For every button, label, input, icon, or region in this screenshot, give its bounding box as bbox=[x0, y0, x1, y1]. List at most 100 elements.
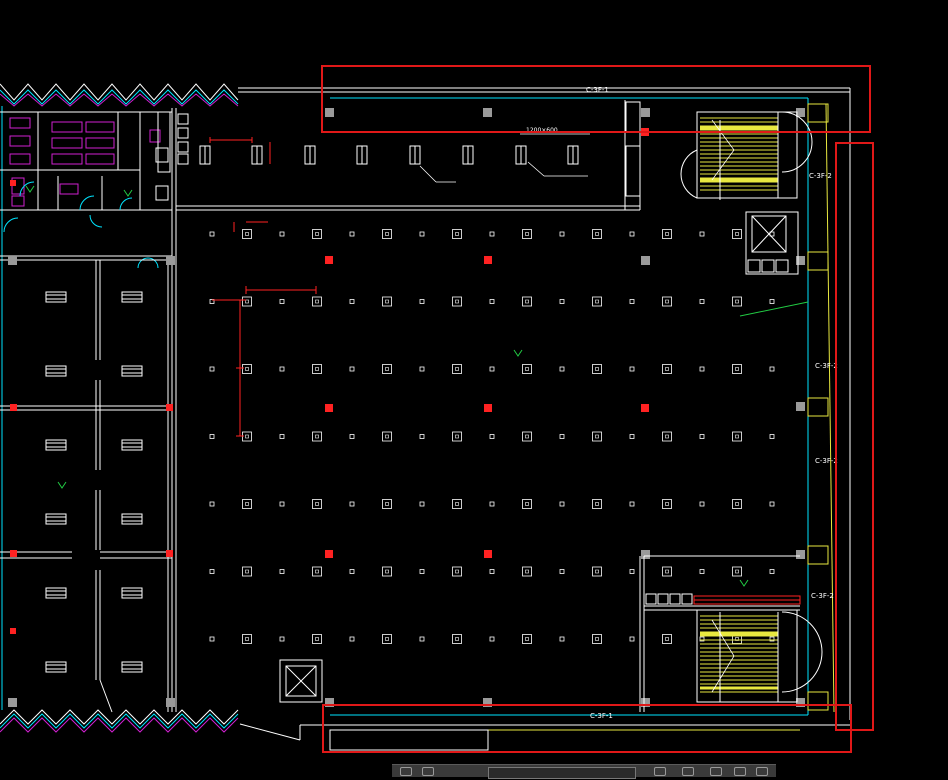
hall-column bbox=[209, 434, 215, 439]
hall-column bbox=[489, 434, 495, 439]
toolbar-icon[interactable] bbox=[422, 767, 434, 776]
hall-column bbox=[592, 566, 602, 577]
toolbar-icon[interactable] bbox=[654, 767, 666, 776]
hall-column bbox=[592, 634, 602, 644]
hall-column bbox=[489, 366, 495, 372]
hall-column-core bbox=[595, 232, 599, 236]
west-serrated-edge-bottom bbox=[0, 709, 239, 725]
east-label-4: C-3F-2 bbox=[811, 592, 834, 600]
hall-column bbox=[419, 501, 425, 507]
hall-column-core bbox=[455, 502, 459, 506]
hall-column bbox=[769, 501, 775, 507]
hall-column bbox=[312, 566, 322, 577]
hall-column bbox=[279, 299, 285, 304]
hall-column bbox=[209, 231, 215, 237]
hall-column bbox=[242, 364, 252, 374]
hall-column-core bbox=[665, 569, 669, 574]
command-field[interactable] bbox=[488, 767, 636, 779]
hall-column-core bbox=[525, 637, 529, 641]
hall-column-core bbox=[735, 367, 739, 371]
hall-column-core bbox=[455, 637, 459, 641]
hall-column bbox=[662, 431, 672, 442]
hall-column bbox=[559, 501, 565, 507]
north-corridor-label: C-3F-1 bbox=[586, 86, 609, 94]
hall-column-core bbox=[735, 299, 739, 304]
hall-column-core bbox=[665, 502, 669, 506]
hall-column bbox=[662, 499, 672, 509]
toolbar-icon[interactable] bbox=[734, 767, 746, 776]
toolbar-icon[interactable] bbox=[710, 767, 722, 776]
hall-column bbox=[242, 634, 252, 644]
hall-column bbox=[242, 296, 252, 307]
hall-column bbox=[279, 501, 285, 507]
highlight-north bbox=[321, 65, 871, 133]
hall-column bbox=[279, 636, 285, 642]
hall-column-core bbox=[525, 299, 529, 304]
hall-column bbox=[629, 501, 635, 507]
hall-column bbox=[732, 364, 742, 374]
hall-column-core bbox=[315, 232, 319, 236]
hall-column-core bbox=[245, 232, 249, 236]
hall-column-core bbox=[595, 367, 599, 371]
stair-south bbox=[696, 609, 823, 703]
hall-column bbox=[662, 566, 672, 577]
hall-column bbox=[349, 636, 355, 642]
hall-column bbox=[419, 636, 425, 642]
hall-column bbox=[629, 434, 635, 439]
hall-column-core bbox=[385, 367, 389, 371]
hall-column-core bbox=[735, 434, 739, 439]
hall-column bbox=[452, 229, 462, 239]
hall-column bbox=[349, 366, 355, 372]
stair-north bbox=[680, 111, 813, 200]
hall-column-grid bbox=[209, 229, 775, 644]
hall-column bbox=[242, 229, 252, 239]
hall-column bbox=[592, 499, 602, 509]
hall-column-core bbox=[315, 637, 319, 641]
hall-column bbox=[629, 231, 635, 237]
hall-column bbox=[732, 296, 742, 307]
hall-column bbox=[522, 296, 532, 307]
hall-column bbox=[732, 499, 742, 509]
toolbar-icon[interactable] bbox=[400, 767, 412, 776]
hall-column bbox=[452, 566, 462, 577]
hall-column bbox=[769, 231, 775, 237]
hall-column-core bbox=[385, 569, 389, 574]
hall-column bbox=[312, 431, 322, 442]
hall-column bbox=[452, 634, 462, 644]
hall-column-core bbox=[385, 637, 389, 641]
hall-column bbox=[382, 634, 392, 644]
hall-column bbox=[349, 231, 355, 237]
hall-column-core bbox=[595, 569, 599, 574]
hall-column-core bbox=[315, 299, 319, 304]
hall-column-core bbox=[595, 434, 599, 439]
hall-column bbox=[242, 566, 252, 577]
toolbar-icon[interactable] bbox=[682, 767, 694, 776]
hall-column bbox=[732, 566, 742, 577]
toolbar-icon[interactable] bbox=[756, 767, 768, 776]
office-grid bbox=[0, 255, 172, 713]
hall-column bbox=[419, 299, 425, 304]
hall-column-core bbox=[735, 232, 739, 236]
hall-column bbox=[349, 299, 355, 304]
hall-column-core bbox=[245, 569, 249, 574]
green-markers-east bbox=[513, 301, 809, 587]
hall-column bbox=[522, 634, 532, 644]
hall-column bbox=[662, 634, 672, 644]
hall-column-core bbox=[665, 232, 669, 236]
hall-column bbox=[489, 231, 495, 237]
green-markers-west bbox=[25, 185, 133, 489]
cad-status-bar bbox=[392, 764, 776, 779]
hall-column-core bbox=[525, 569, 529, 574]
hall-column bbox=[629, 569, 635, 574]
east-label-2: C-3F-2 bbox=[815, 362, 838, 370]
hall-column bbox=[489, 636, 495, 642]
hall-column-core bbox=[245, 299, 249, 304]
hall-column bbox=[312, 296, 322, 307]
hall-column bbox=[699, 569, 705, 574]
hall-column bbox=[629, 299, 635, 304]
hall-column bbox=[699, 231, 705, 237]
hall-column-core bbox=[385, 232, 389, 236]
hall-column-core bbox=[455, 434, 459, 439]
hall-column bbox=[312, 364, 322, 374]
